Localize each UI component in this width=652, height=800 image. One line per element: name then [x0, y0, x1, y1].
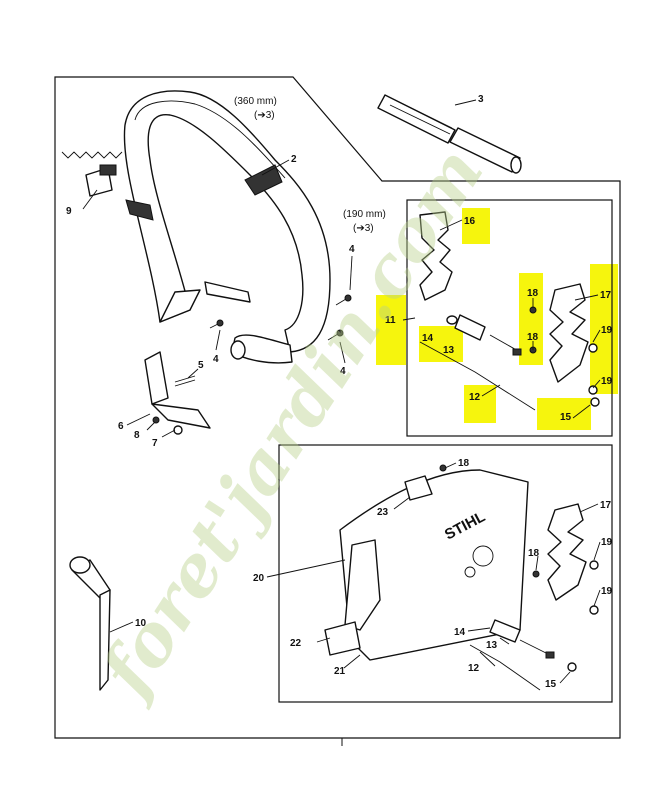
label-11: 11: [385, 315, 396, 326]
combination-wrench: [69, 556, 111, 691]
label-6: 6: [118, 421, 124, 432]
guard-ref-label: (➔3): [353, 223, 374, 234]
handle-length-label: (360 mm): [234, 96, 277, 107]
label-19-lower-b: 19: [601, 586, 613, 597]
label-4-left: 4: [213, 354, 219, 365]
label-19-upper-b: 19: [601, 376, 613, 387]
label-15-upper: 15: [560, 412, 572, 423]
screws-4: [209, 294, 352, 341]
spike-plates-upper: [419, 211, 600, 407]
label-23: 23: [377, 507, 389, 518]
highlight-14-13: [419, 326, 463, 362]
label-14-lower: 14: [454, 627, 466, 638]
mounting-bracket: [144, 351, 211, 435]
highlight-12: [464, 385, 496, 423]
label-10: 10: [135, 618, 147, 629]
label-20: 20: [253, 573, 265, 584]
part-labels: 2 3 9 4 4 4 5 6 7 8 10 11 16 17 18 18 19…: [66, 94, 613, 690]
tube-sleeves: [377, 94, 522, 174]
sprocket-cover: STIHL: [324, 464, 529, 661]
label-5: 5: [198, 360, 204, 371]
spacer-bolt-upper: [419, 314, 536, 411]
highlight-16: [462, 208, 490, 244]
label-18-upper-a: 18: [527, 288, 539, 299]
label-18-cover: 18: [458, 458, 470, 469]
label-15-lower: 15: [545, 679, 557, 690]
label-21: 21: [334, 666, 346, 677]
highlight-group: [376, 208, 618, 430]
highlight-17-19: [590, 264, 618, 394]
highlight-15: [537, 398, 591, 430]
spike-plates-lower: [469, 503, 599, 691]
label-8: 8: [134, 430, 140, 441]
label-18-upper-b: 18: [527, 332, 539, 343]
label-3: 3: [478, 94, 484, 105]
label-17-lower: 17: [600, 500, 612, 511]
highlight-11: [376, 295, 406, 365]
label-13-upper: 13: [443, 345, 455, 356]
label-13-lower: 13: [486, 640, 498, 651]
label-12-lower: 12: [468, 663, 480, 674]
front-handle: [123, 90, 331, 364]
handle-ref-label: (➔3): [254, 110, 275, 121]
label-22: 22: [290, 638, 302, 649]
label-4-upper: 4: [349, 244, 355, 255]
label-2: 2: [291, 154, 297, 165]
label-19-lower-a: 19: [601, 537, 613, 548]
guard-length-label: (190 mm): [343, 209, 386, 220]
outer-frame: [54, 76, 621, 739]
label-7: 7: [152, 438, 158, 449]
label-18-lower: 18: [528, 548, 540, 559]
leader-lines: [82, 99, 601, 684]
label-9: 9: [66, 206, 72, 217]
sprocket-cover-box: [278, 444, 613, 703]
label-16: 16: [464, 216, 476, 227]
spike-kit-box: [406, 199, 613, 437]
label-19-upper-a: 19: [601, 325, 613, 336]
label-14-upper: 14: [422, 333, 434, 344]
label-12-upper: 12: [469, 392, 481, 403]
label-17-upper: 17: [600, 290, 612, 301]
label-4-lower: 4: [340, 366, 346, 377]
spring-assembly: [61, 151, 123, 197]
